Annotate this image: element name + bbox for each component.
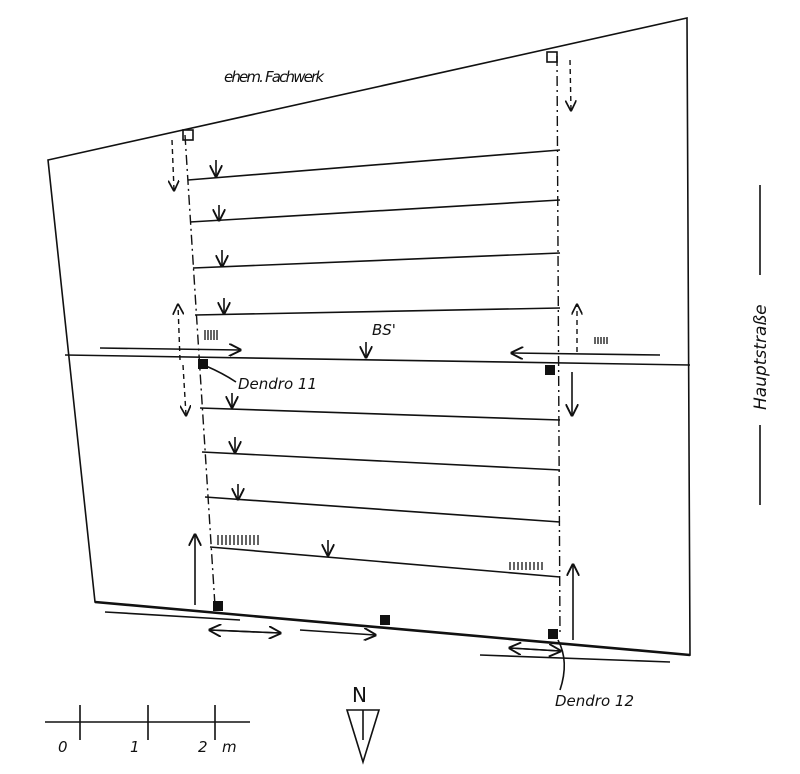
dendro-12-leader (557, 639, 566, 691)
west-axis-line (184, 134, 216, 607)
joist-lines (187, 149, 561, 578)
hatching-marks (204, 330, 608, 570)
street-facade-wall (94, 600, 691, 657)
direction-arrows (99, 59, 671, 663)
scale-tick-2: 2 (198, 738, 208, 756)
east-axis-line (556, 55, 561, 637)
street-label: Hauptstraße (751, 304, 771, 410)
scale-bar: 0 1 2 m (45, 705, 250, 756)
north-label: N (352, 683, 367, 707)
dendro-12-label: Dendro 12 (555, 692, 634, 710)
dendro-11-label: Dendro 11 (238, 375, 317, 393)
section-line (64, 354, 691, 366)
hollow-post-marker (182, 129, 194, 141)
section-label: BS' (372, 321, 396, 339)
scale-tick-0: 0 (58, 738, 68, 756)
post-markers (198, 359, 558, 639)
down-arrow-icons (216, 160, 366, 555)
scale-tick-1: 1 (130, 738, 140, 756)
scale-unit: m (222, 738, 237, 756)
building-outline (47, 17, 691, 656)
hollow-post-marker (546, 51, 558, 63)
former-frame-label: ehem. Fachwerk (224, 68, 325, 86)
dendro-11-leader (205, 365, 237, 383)
